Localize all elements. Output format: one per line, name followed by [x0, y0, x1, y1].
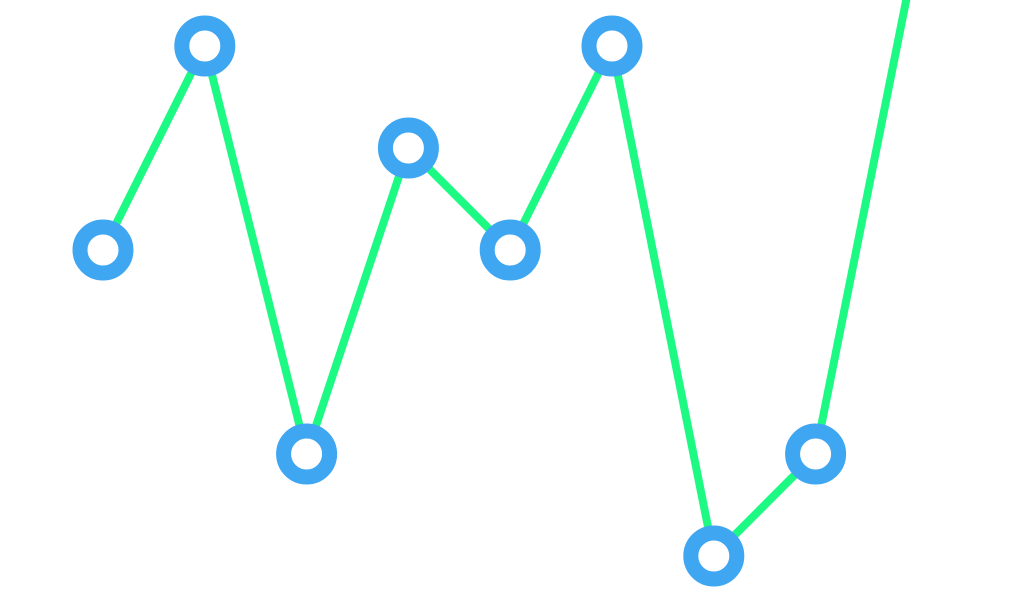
data-point-3 [276, 423, 338, 485]
data-point-7 [683, 525, 745, 587]
series-marker-group [72, 15, 847, 587]
data-point-2 [174, 15, 236, 77]
data-point-6 [581, 15, 643, 77]
data-point-5 [479, 219, 541, 281]
data-point-1 [72, 219, 134, 281]
data-point-4 [377, 117, 439, 179]
data-point-8 [785, 423, 847, 485]
